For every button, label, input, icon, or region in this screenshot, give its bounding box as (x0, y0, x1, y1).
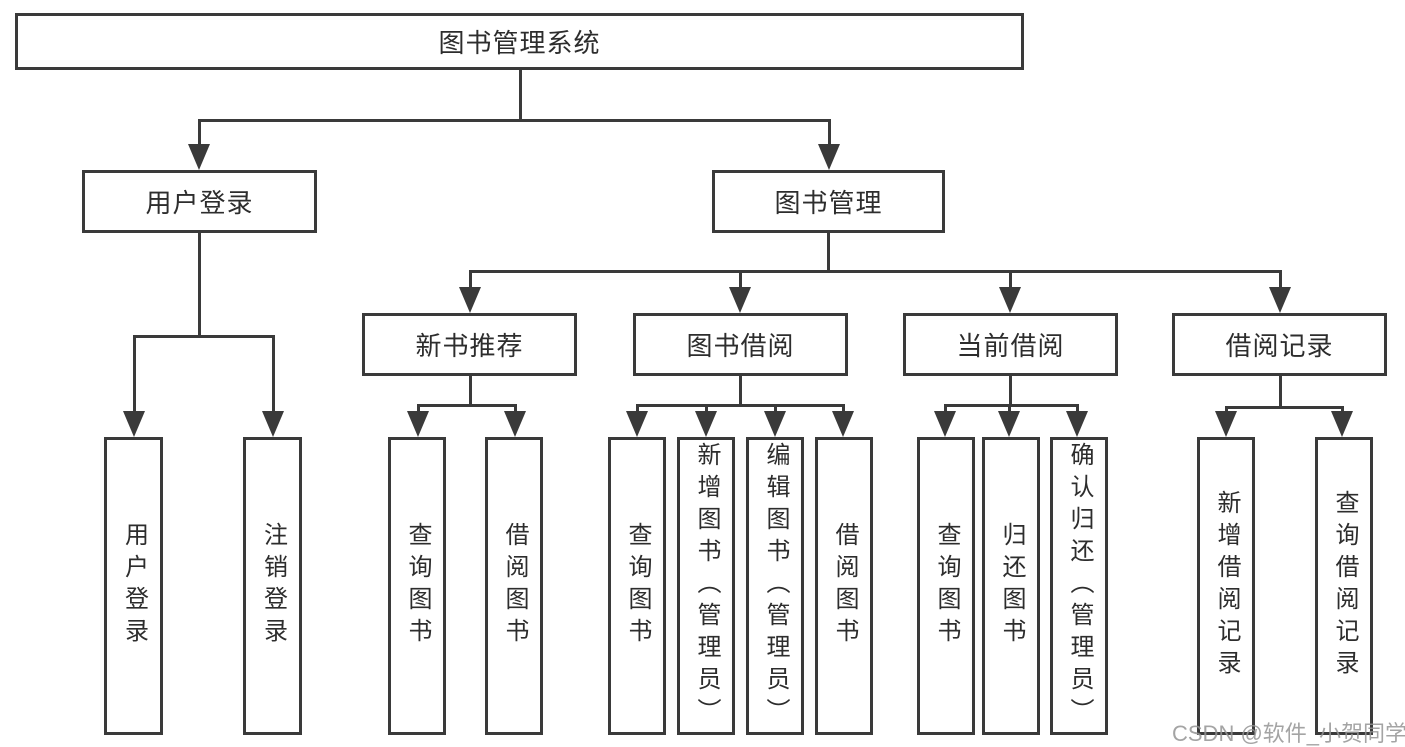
connector-bookmgmt-shaft-4 (1279, 270, 1282, 288)
arrow-down-icon (1066, 411, 1088, 437)
connector-recommend-stub (469, 376, 472, 405)
arrow-down-icon (832, 411, 854, 437)
connector-borrow-shaft-3 (774, 404, 777, 412)
leaf-query-books-recommend: 查询图书 (388, 437, 446, 735)
arrow-down-icon (262, 411, 284, 437)
leaf-add-books-admin: 新增图书（管理员） (677, 437, 735, 735)
arrow-down-icon (818, 144, 840, 170)
connector-root-hbar (198, 119, 831, 122)
arrow-down-icon (1215, 411, 1237, 437)
connector-borrow-shaft-4 (842, 404, 845, 412)
arrow-down-icon (407, 411, 429, 437)
arrow-down-icon (1331, 411, 1353, 437)
connector-root-stub (519, 69, 522, 119)
node-user-login-group: 用户登录 (82, 170, 317, 233)
connector-borrow-stub (739, 376, 742, 405)
leaf-confirm-return-admin: 确认归还（管理员） (1050, 437, 1108, 735)
connector-current-shaft-3 (1076, 404, 1079, 412)
arrow-down-icon (1269, 287, 1291, 313)
arrow-down-icon (999, 287, 1021, 313)
connector-records-shaft-1 (1225, 406, 1228, 412)
connector-current-hbar (944, 404, 1079, 407)
connector-root-shaft-right (828, 119, 831, 145)
arrow-down-icon (188, 144, 210, 170)
connector-bookmgmt-shaft-1 (469, 270, 472, 288)
connector-borrow-shaft-2 (705, 404, 708, 412)
arrow-down-icon (998, 411, 1020, 437)
arrow-down-icon (123, 411, 145, 437)
leaf-borrow-books-recommend: 借阅图书 (485, 437, 543, 735)
leaf-borrow-books: 借阅图书 (815, 437, 873, 735)
node-library-management-system: 图书管理系统 (15, 13, 1024, 70)
connector-bookmgmt-shaft-2 (739, 270, 742, 288)
arrow-down-icon (504, 411, 526, 437)
node-book-borrow: 图书借阅 (633, 313, 848, 376)
connector-borrow-hbar (636, 404, 843, 407)
connector-records-shaft-2 (1341, 406, 1344, 412)
connector-current-shaft-1 (944, 404, 947, 412)
connector-borrow-shaft-1 (636, 404, 639, 412)
connector-recommend-shaft-1 (417, 404, 420, 412)
leaf-edit-books-admin: 编辑图书（管理员） (746, 437, 804, 735)
leaf-query-borrow-record: 查询借阅记录 (1315, 437, 1373, 735)
leaf-logout: 注销登录 (243, 437, 302, 735)
connector-userlogin-shaft-1 (133, 335, 136, 412)
connector-userlogin-stub (198, 233, 201, 335)
connector-bookmgmt-shaft-3 (1009, 270, 1012, 288)
connector-recommend-shaft-2 (514, 404, 517, 412)
connector-root-shaft-left (198, 119, 201, 145)
arrow-down-icon (764, 411, 786, 437)
connector-records-stub (1279, 376, 1282, 407)
arrow-down-icon (626, 411, 648, 437)
connector-current-shaft-2 (1008, 404, 1011, 412)
leaf-query-books-current: 查询图书 (917, 437, 975, 735)
leaf-user-login: 用户登录 (104, 437, 163, 735)
csdn-watermark: CSDN @软件_小贺同学 (1172, 721, 1405, 746)
connector-userlogin-hbar (133, 335, 275, 338)
node-new-book-recommend: 新书推荐 (362, 313, 577, 376)
node-book-management-group: 图书管理 (712, 170, 945, 233)
connector-userlogin-shaft-2 (272, 335, 275, 412)
connector-current-stub (1009, 376, 1012, 405)
arrow-down-icon (729, 287, 751, 313)
connector-bookmgmt-stub (827, 233, 830, 271)
arrow-down-icon (695, 411, 717, 437)
arrow-down-icon (934, 411, 956, 437)
leaf-add-borrow-record: 新增借阅记录 (1197, 437, 1255, 735)
leaf-query-books-borrow: 查询图书 (608, 437, 666, 735)
connector-recommend-hbar (417, 404, 517, 407)
node-current-borrow: 当前借阅 (903, 313, 1118, 376)
connector-bookmgmt-hbar (469, 270, 1281, 273)
connector-records-hbar (1225, 406, 1344, 409)
leaf-return-books: 归还图书 (982, 437, 1040, 735)
arrow-down-icon (459, 287, 481, 313)
node-borrow-records: 借阅记录 (1172, 313, 1387, 376)
